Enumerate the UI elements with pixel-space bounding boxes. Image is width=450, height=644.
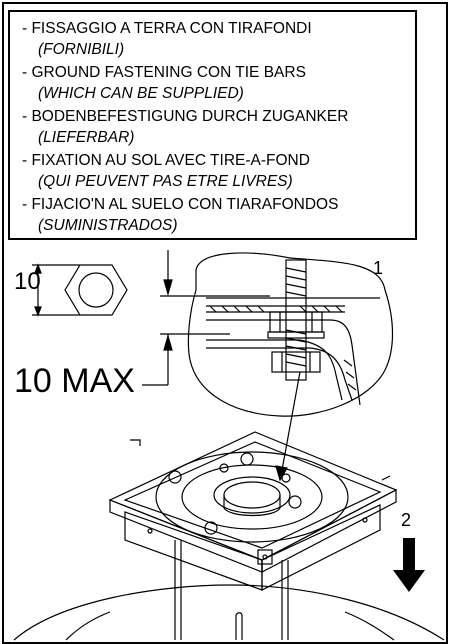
instruction-note-en: (WHICH CAN BE SUPPLIED) bbox=[38, 85, 244, 102]
step-2-label: 2 bbox=[401, 510, 412, 530]
instruction-note-it: (FORNIBILI) bbox=[38, 41, 125, 58]
bolt-head-icons bbox=[168, 452, 302, 535]
nut-dimension-line bbox=[32, 263, 80, 317]
instruction-line-en: - GROUND FASTENING CON TIE BARS bbox=[22, 64, 306, 81]
down-arrow-icon bbox=[393, 538, 425, 592]
instruction-line-es: - FIJACIO'N AL SUELO CON TIARAFONDOS bbox=[22, 196, 339, 213]
tie-bars bbox=[174, 540, 289, 640]
instruction-note-fr: (QUI PEUVENT PAS ETRE LIVRES) bbox=[38, 173, 293, 190]
instruction-note-de: (LIEFERBAR) bbox=[38, 129, 135, 146]
detail-callout bbox=[187, 252, 394, 417]
nut-size-label: 10 bbox=[14, 268, 41, 295]
step-1-label: 1 bbox=[373, 258, 384, 278]
ground-outline bbox=[13, 584, 445, 641]
max-height-label: 10 MAX bbox=[14, 362, 135, 400]
instruction-line-fr: - FIXATION AU SOL AVEC TIRE-A-FOND bbox=[22, 152, 310, 169]
hex-nut-icon bbox=[64, 264, 128, 316]
base-plate bbox=[108, 431, 398, 591]
instruction-line-it: - FISSAGGIO A TERRA CON TIRAFONDI bbox=[22, 20, 312, 37]
max-dimension-line bbox=[142, 250, 270, 386]
instruction-line-de: - BODENBEFESTIGUNG DURCH ZUGANKER bbox=[22, 108, 349, 125]
instruction-box: - FISSAGGIO A TERRA CON TIRAFONDI (FORNI… bbox=[8, 10, 417, 240]
instruction-note-es: (SUMINISTRADOS) bbox=[38, 217, 178, 234]
